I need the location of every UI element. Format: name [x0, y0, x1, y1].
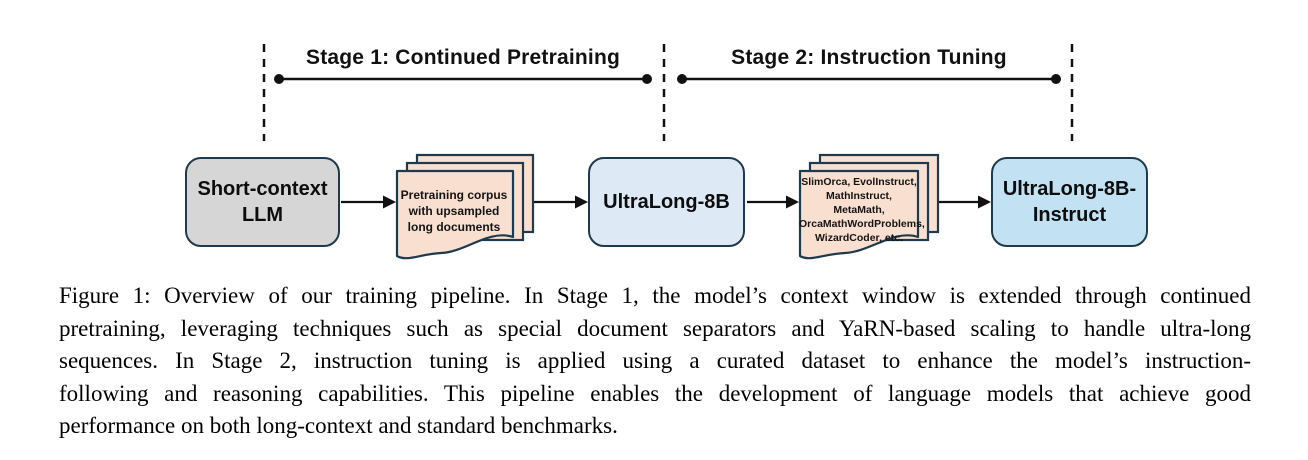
arrow-ultralong-to-datasets — [747, 195, 799, 209]
instruction-datasets-doc-line: OrcaMathWordProblems, — [799, 218, 925, 230]
pipeline-diagram-graphics — [262, 44, 1074, 260]
pretraining-corpus-doc-line: with upsampled — [408, 204, 500, 218]
arrow-datasets-to-instruct — [939, 195, 991, 209]
instruction-datasets-doc-line: WizardCoder, etc. — [814, 232, 903, 244]
instruction-datasets-doc-line: SlimOrca, EvolInstruct, — [801, 176, 917, 188]
caption-line: sequences. In Stage 2, instruction tunin… — [59, 348, 1251, 373]
caption-line: following and reasoning capabilities. Th… — [59, 380, 1251, 406]
pretraining-corpus-doc-label: Pretraining corpus with upsampled long d… — [395, 176, 513, 246]
pretraining-corpus-doc-line: Pretraining corpus — [400, 188, 508, 202]
instruction-datasets-doc-label: SlimOrca, EvolInstruct, MathInstruct, Me… — [799, 174, 925, 246]
node-ultralong-8b: UltraLong-8B — [588, 157, 745, 247]
arrow-llm-to-corpus — [341, 195, 396, 209]
caption-line: pretraining, leveraging techniques such … — [59, 315, 1251, 341]
training-pipeline-diagram: Stage 1: Continued Pretraining Stage 2: … — [185, 44, 1148, 260]
node-ultralong-8b-label: UltraLong-8B — [603, 191, 730, 213]
node-ultralong-8b-instruct-label: UltraLong-8B-Instruct — [1002, 178, 1137, 226]
stage2-span-line — [677, 74, 1061, 84]
caption-line: performance on both long-context and sta… — [59, 413, 618, 438]
node-ultralong-8b-instruct: UltraLong-8B-Instruct — [991, 157, 1148, 247]
figure-caption: Figure 1: Overview of our training pipel… — [59, 280, 1251, 443]
caption-line: Figure 1: Overview of our training pipel… — [59, 283, 1251, 308]
instruction-datasets-doc-line: MathInstruct, MetaMath, — [826, 190, 892, 216]
pretraining-corpus-doc-stack-icon — [395, 153, 535, 260]
pretraining-corpus-doc-line: long documents — [407, 220, 501, 234]
arrow-corpus-to-ultralong — [531, 195, 588, 209]
stage2-label: Stage 2: Instruction Tuning — [731, 46, 1007, 69]
stage1-label: Stage 1: Continued Pretraining — [305, 46, 621, 69]
stage1-span-line — [274, 74, 652, 84]
node-short-context-llm: Short-context LLM — [185, 157, 340, 247]
instruction-datasets-doc-stack-icon — [798, 153, 940, 260]
node-short-context-llm-label: Short-context LLM — [197, 178, 328, 226]
